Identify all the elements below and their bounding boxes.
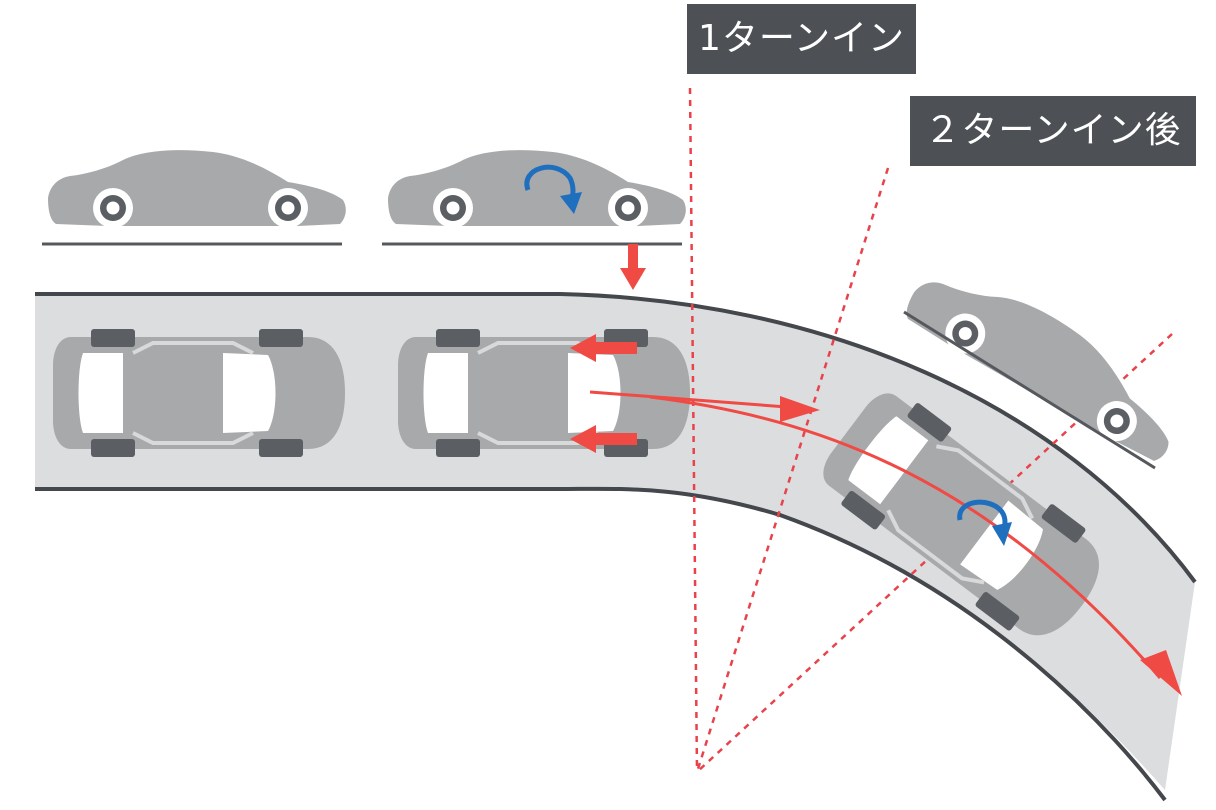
label-turn-in-1: 1ターンイン [687, 4, 916, 74]
guide-lines [688, 87, 1173, 773]
ground-line-3-tilted [903, 310, 1156, 470]
top-view-car-2 [396, 327, 692, 459]
blue-rotation-arrow-icon [524, 164, 582, 214]
road-top-edge [35, 292, 1197, 584]
red-arrowhead-end [1140, 650, 1182, 696]
side-view-car-2 [388, 150, 686, 228]
top-view-car-1 [51, 327, 347, 459]
guide-line-2 [695, 167, 890, 773]
red-arrowhead-mid [780, 396, 820, 422]
label-turn-in-2-after: ２ターンイン後 [910, 96, 1196, 166]
red-left-arrow-icon [570, 334, 637, 453]
side-view-car-1 [48, 150, 346, 228]
road-bottom-edge [35, 486, 1167, 802]
red-trajectory-arrow-icon [589, 390, 1162, 679]
blue-rotation-arrow-icon-2 [957, 499, 1012, 546]
red-down-arrow-icon [620, 244, 646, 290]
